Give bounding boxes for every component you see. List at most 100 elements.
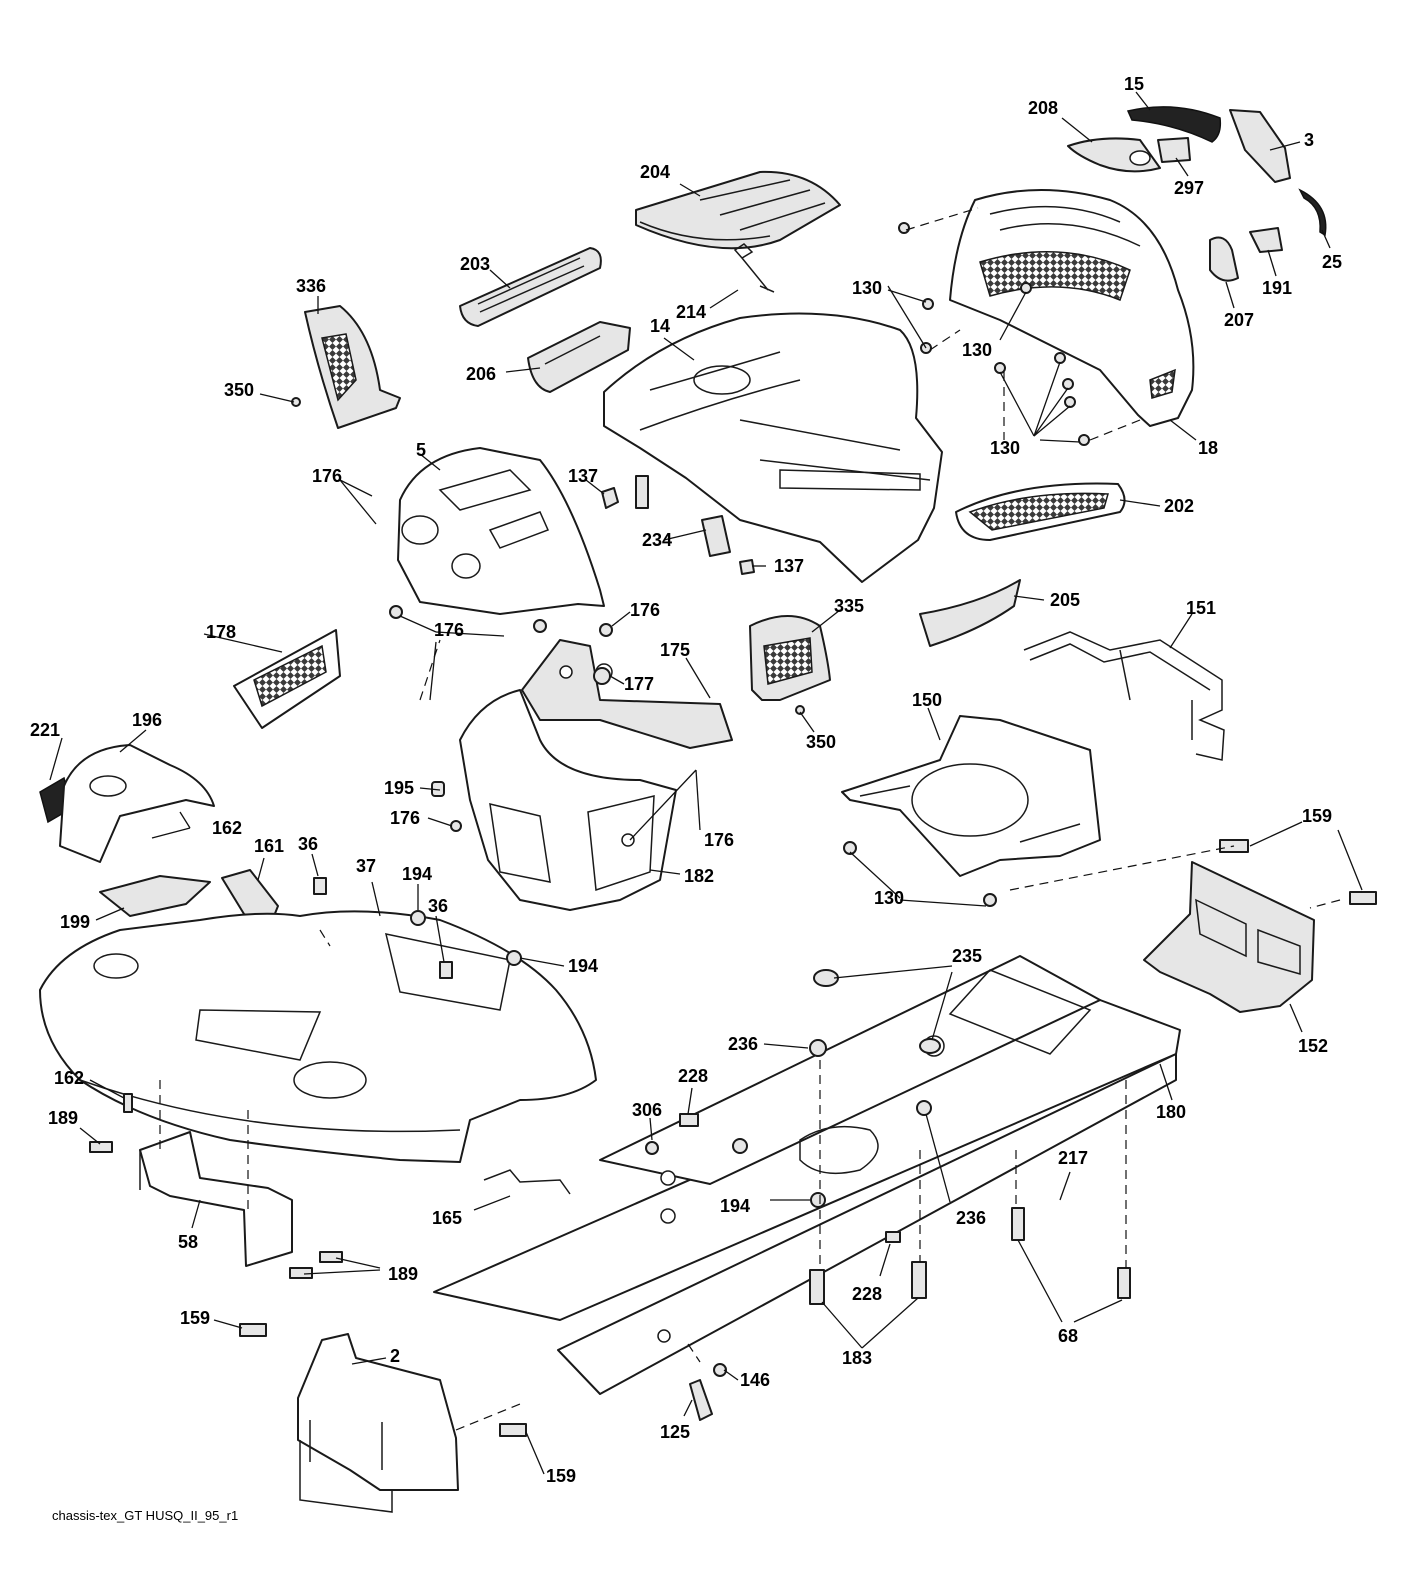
- part-15-trim: [1126, 106, 1222, 143]
- callout-335: 335: [834, 596, 864, 616]
- part-2-front-bracket: [297, 1333, 459, 1513]
- part-207-clip: [1209, 236, 1239, 282]
- callout-130-c: 130: [990, 438, 1020, 458]
- callout-130-d: 130: [874, 888, 904, 908]
- part-177-nut: [593, 667, 611, 685]
- callout-125: 125: [660, 1422, 690, 1442]
- callout-236-a: 236: [728, 1034, 758, 1054]
- part-3-bracket: [1229, 109, 1291, 183]
- callout-58: 58: [178, 1232, 198, 1252]
- callout-208: 208: [1028, 98, 1058, 118]
- part-125-clip: [689, 1379, 713, 1421]
- callout-206: 206: [466, 364, 496, 384]
- callout-236-b: 236: [956, 1208, 986, 1228]
- callout-165: 165: [432, 1208, 462, 1228]
- callout-152: 152: [1298, 1036, 1328, 1056]
- hardware-bolts: [89, 397, 1377, 1437]
- part-199-shield: [99, 875, 211, 917]
- callout-189-a: 189: [48, 1108, 78, 1128]
- callout-130-b: 130: [962, 340, 992, 360]
- callout-350-b: 350: [806, 732, 836, 752]
- callout-228-b: 228: [852, 1284, 882, 1304]
- callout-36-b: 36: [428, 896, 448, 916]
- callout-176-a: 176: [312, 466, 342, 486]
- part-202-lower-grille: [955, 482, 1126, 541]
- callout-151: 151: [1186, 598, 1216, 618]
- part-214-clip: [733, 243, 775, 293]
- callout-176-c: 176: [434, 620, 464, 640]
- callout-183: 183: [842, 1348, 872, 1368]
- callout-177: 177: [624, 674, 654, 694]
- part-150-shroud: [841, 715, 1101, 877]
- callout-194-c: 194: [720, 1196, 750, 1216]
- part-204-hood-top: [635, 170, 841, 250]
- part-234-plate-b: [701, 515, 731, 557]
- callout-137-a: 137: [568, 466, 598, 486]
- footer-code: chassis-tex_GT HUSQ_II_95_r1: [52, 1508, 238, 1523]
- part-14-hood: [603, 312, 943, 583]
- part-146-pin: [713, 1363, 727, 1377]
- callout-234: 234: [642, 530, 672, 550]
- part-206-bezel: [527, 321, 631, 393]
- callout-182: 182: [684, 866, 714, 886]
- callout-3: 3: [1304, 130, 1314, 150]
- part-18-front-nose: [949, 189, 1195, 427]
- callout-178: 178: [206, 622, 236, 642]
- callout-176-b: 176: [630, 600, 660, 620]
- callout-202: 202: [1164, 496, 1194, 516]
- part-5-dash: [397, 447, 605, 615]
- part-178-vent-plate: [233, 629, 341, 729]
- callout-18: 18: [1198, 438, 1218, 458]
- callout-196: 196: [132, 710, 162, 730]
- part-191-clip: [1249, 227, 1283, 253]
- callout-176-e: 176: [704, 830, 734, 850]
- callout-25: 25: [1322, 252, 1342, 272]
- callout-306: 306: [632, 1100, 662, 1120]
- part-152-rear-bracket: [1143, 861, 1315, 1013]
- callout-159-b: 159: [180, 1308, 210, 1328]
- callout-2: 2: [390, 1346, 400, 1366]
- part-182-dash-lower: [459, 689, 677, 911]
- callout-15: 15: [1124, 74, 1144, 94]
- callout-162-a: 162: [212, 818, 242, 838]
- part-25-seal: [1298, 188, 1327, 237]
- callout-217: 217: [1058, 1148, 1088, 1168]
- callout-199: 199: [60, 912, 90, 932]
- part-335-side-panel: [749, 615, 831, 701]
- part-165-rod: [483, 1169, 571, 1195]
- callout-175: 175: [660, 640, 690, 660]
- leader-lines: [49, 91, 1363, 1475]
- callout-336: 336: [296, 276, 326, 296]
- callout-194-a: 194: [402, 864, 432, 884]
- callout-150: 150: [912, 690, 942, 710]
- callout-162-b: 162: [54, 1068, 84, 1088]
- part-37-fender: [39, 910, 597, 1163]
- callout-194-b: 194: [568, 956, 598, 976]
- callout-37: 37: [356, 856, 376, 876]
- callout-204: 204: [640, 162, 670, 182]
- callout-191: 191: [1262, 278, 1292, 298]
- callout-180: 180: [1156, 1102, 1186, 1122]
- part-336-side-panel: [304, 305, 401, 429]
- part-175-bracket: [521, 639, 733, 749]
- callout-297: 297: [1174, 178, 1204, 198]
- part-205-trim: [919, 579, 1021, 647]
- callout-350-a: 350: [224, 380, 254, 400]
- part-58-bracket: [139, 1131, 293, 1267]
- callout-205: 205: [1050, 590, 1080, 610]
- callout-228-a: 228: [678, 1066, 708, 1086]
- part-208-light-housing: [1067, 137, 1191, 173]
- callout-207: 207: [1224, 310, 1254, 330]
- callout-176-d: 176: [390, 808, 420, 828]
- part-203-grille-panel: [459, 247, 602, 327]
- callout-130-a: 130: [852, 278, 882, 298]
- callout-14: 14: [650, 316, 670, 336]
- callout-214: 214: [676, 302, 706, 322]
- part-234-plate-a: [635, 475, 649, 509]
- callout-146: 146: [740, 1370, 770, 1390]
- callout-137-b: 137: [774, 556, 804, 576]
- callout-189-b: 189: [388, 1264, 418, 1284]
- callout-221: 221: [30, 720, 60, 740]
- assembly-dash-lines: [159, 207, 1341, 1431]
